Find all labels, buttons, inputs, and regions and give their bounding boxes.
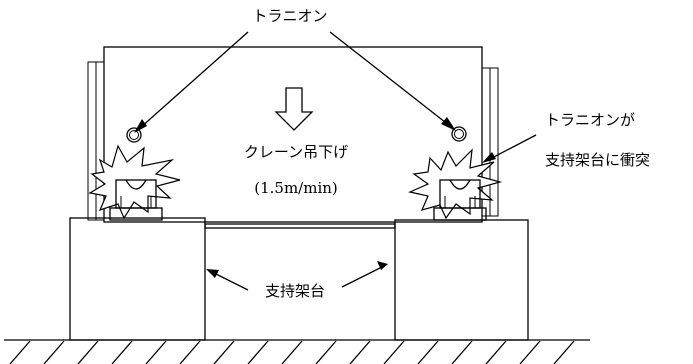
speed-label: (1.5m/min) xyxy=(254,179,338,197)
ground-hatch-line xyxy=(315,340,337,364)
ground-hatch-line xyxy=(519,340,541,364)
trunnion-label: トラニオン xyxy=(252,7,327,25)
collision-burst-right xyxy=(408,148,503,220)
support-stand-right xyxy=(394,219,529,341)
ground-hatch-line xyxy=(9,340,31,364)
ground-hatch-line xyxy=(553,340,575,364)
ground-hatch-line xyxy=(451,340,473,364)
arrow-collision xyxy=(482,134,537,163)
collision-burst-left xyxy=(88,144,181,220)
support-stand-label: 支持架台 xyxy=(265,282,325,300)
trunnion-right xyxy=(451,126,467,142)
arrow-support-left xyxy=(206,269,249,291)
support-bridge xyxy=(204,223,396,229)
ground-hatch-line xyxy=(77,340,99,364)
trunnion-left xyxy=(126,127,142,143)
ground-hatch-line xyxy=(179,340,201,364)
arrow-trunnion-right xyxy=(329,31,456,131)
collision-label-line2: 支持架台に衝突 xyxy=(545,151,650,169)
arrow-support-right xyxy=(341,261,388,288)
ground-hatch-line xyxy=(485,340,507,364)
ground-hatch-line xyxy=(383,340,405,364)
ground-hatch-line xyxy=(111,340,133,364)
ground-hatch-line xyxy=(281,340,303,364)
down-arrow xyxy=(274,87,314,131)
support-stand-left xyxy=(69,217,206,341)
ground-hatch-line xyxy=(417,340,439,364)
crane-lowering-label: クレーン吊下げ xyxy=(244,143,348,161)
collision-label-line1: トラニオンが xyxy=(545,111,635,129)
ground-hatch-line xyxy=(247,340,269,364)
ground-hatch-line xyxy=(349,340,371,364)
trunnion-block-left xyxy=(109,179,163,221)
arrow-trunnion-left xyxy=(134,31,249,133)
ground-hatch-line xyxy=(145,340,167,364)
ground xyxy=(4,339,590,364)
ground-hatch-line xyxy=(43,340,65,364)
ground-hatch-line xyxy=(213,340,235,364)
trunnion-block-right xyxy=(433,179,487,221)
